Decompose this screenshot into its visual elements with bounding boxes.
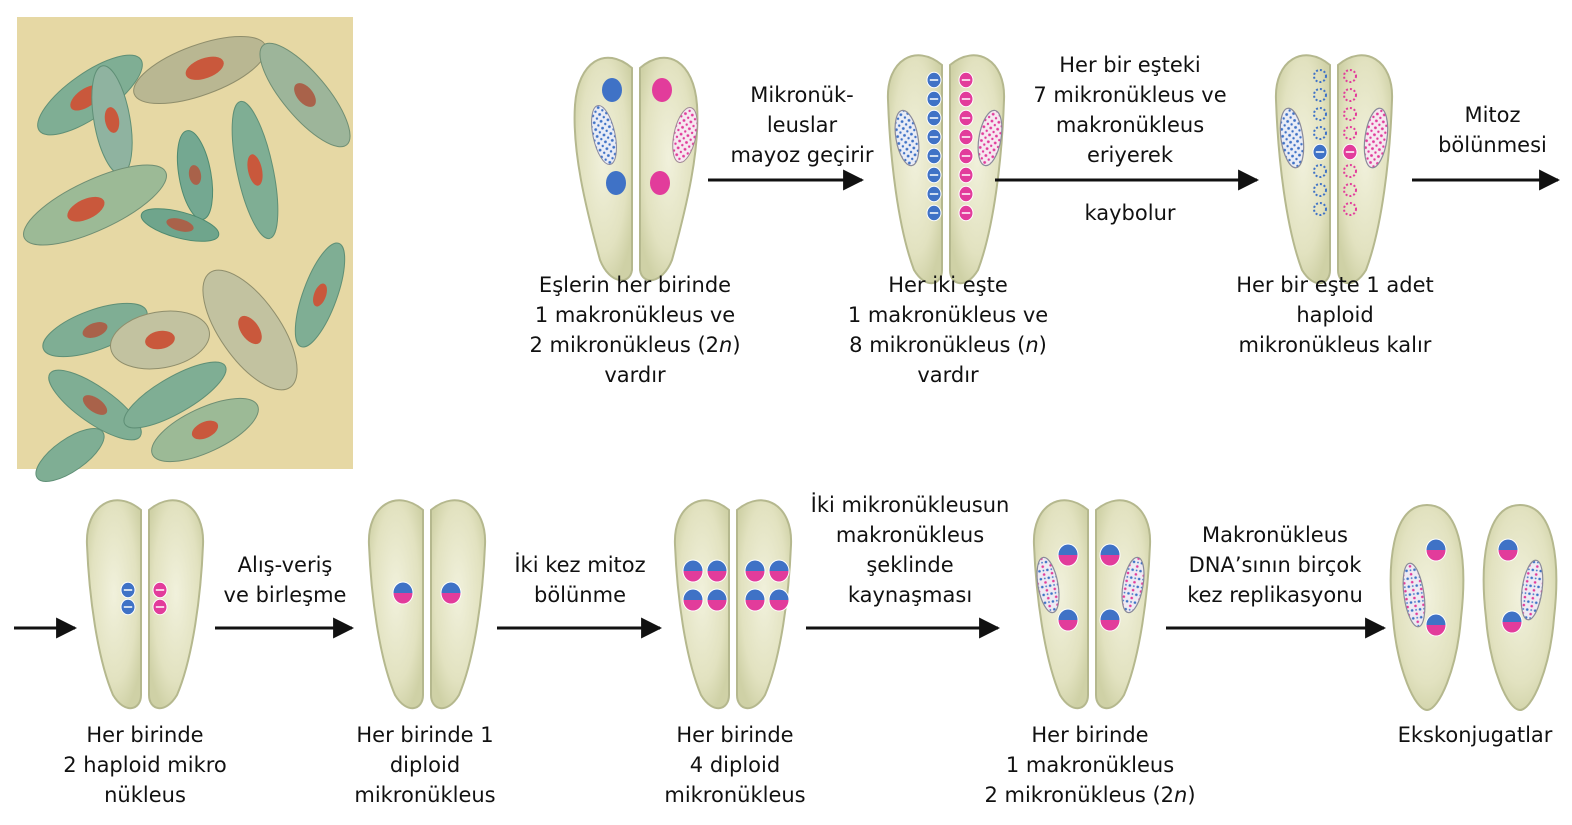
arrow-2-label: Her bir eşteki 7 mikronükleus ve makronü… — [1020, 50, 1240, 170]
stage-4-cell-pair — [87, 500, 203, 708]
paramecium-cell-icon — [431, 500, 485, 708]
micronucleus-icon — [1426, 614, 1446, 636]
micronucleus-icon — [745, 560, 765, 582]
micronucleus-icon — [707, 589, 727, 611]
arrow-6-label: İki kez mitoz bölünme — [495, 550, 665, 610]
stage-7-caption: Her birinde 1 makronükleus 2 mikronükleu… — [960, 720, 1220, 810]
micronucleus-icon — [602, 78, 622, 102]
stage-1-cell-pair — [575, 58, 702, 281]
micronucleus-icon — [683, 560, 703, 582]
micronucleus-icon — [1502, 611, 1522, 633]
stage-8-exconjugants — [1391, 505, 1557, 710]
micronucleus-icon — [1100, 609, 1120, 631]
arrow-8-label: Makronükleus DNA’sının birçok kez replik… — [1160, 520, 1390, 610]
arrow-1-label: Mikronük- leuslar mayoz geçirir — [712, 80, 892, 170]
stage-2-cell-pair — [888, 55, 1006, 283]
paramecium-cell-icon — [1484, 505, 1557, 710]
stage-5-cell-pair — [369, 500, 485, 708]
stage-8-caption: Ekskonjugatlar — [1385, 720, 1565, 750]
micronucleus-icon — [683, 589, 703, 611]
micronucleus-icon — [769, 560, 789, 582]
micronucleus-icon — [707, 560, 727, 582]
stage-3-caption: Her bir eşte 1 adet haploid mikronükleus… — [1200, 270, 1470, 360]
stage-3-cell-pair — [1276, 55, 1392, 283]
stage-6-cell-pair — [675, 500, 791, 708]
paramecium-cell-icon — [369, 500, 423, 708]
micronucleus-icon — [606, 171, 626, 195]
arrow-7-label: İki mikronükleusun makronükleus şeklinde… — [790, 490, 1030, 610]
stage-5-caption: Her birinde 1 diploid mikronükleus — [320, 720, 530, 810]
micronucleus-icon — [1058, 544, 1078, 566]
stage-1-caption: Eşlerin her birinde 1 makronükleus ve 2 … — [505, 270, 765, 390]
micronucleus-icon — [769, 589, 789, 611]
micronucleus-icon — [745, 589, 765, 611]
micronucleus-icon — [1058, 609, 1078, 631]
paramecium-micrograph — [14, 17, 364, 491]
paramecium-cell-icon — [1391, 505, 1464, 710]
paramecium-cell-icon — [1338, 55, 1392, 283]
paramecium-cell-icon — [950, 55, 1004, 283]
stage-7-cell-pair — [1033, 500, 1150, 708]
stage-2-caption: Her iki eşte 1 makronükleus ve 8 mikronü… — [818, 270, 1078, 390]
stage-4-caption: Her birinde 2 haploid mikro nükleus — [40, 720, 250, 810]
micronucleus-icon — [650, 171, 670, 195]
micronucleus-icon — [393, 582, 413, 604]
micronucleus-icon — [652, 78, 672, 102]
stage-6-caption: Her birinde 4 diploid mikronükleus — [630, 720, 840, 810]
micronucleus-icon — [441, 582, 461, 604]
arrow-5-label: Alış-veriş ve birleşme — [205, 550, 365, 610]
arrow-3-label: Mitoz bölünmesi — [1420, 100, 1565, 160]
micronucleus-icon — [1498, 539, 1518, 561]
micronucleus-icon — [1426, 539, 1446, 561]
arrow-2-label-below: kaybolur — [1060, 198, 1200, 228]
micronucleus-icon — [1100, 544, 1120, 566]
paramecium-cell-icon — [1034, 500, 1088, 708]
